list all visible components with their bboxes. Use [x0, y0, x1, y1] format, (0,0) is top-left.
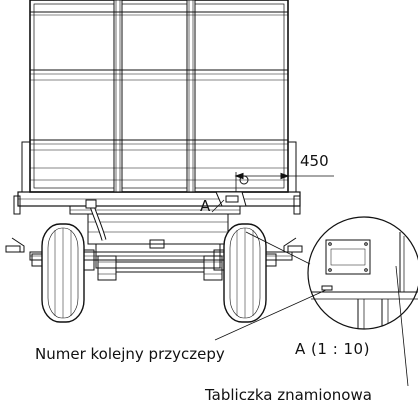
leader-lines — [214, 231, 409, 387]
dimension-label: 450 — [300, 152, 329, 170]
suspension — [97, 239, 223, 281]
cargo-box — [21, 0, 297, 193]
right-wheel — [213, 223, 303, 323]
left-wheel — [5, 223, 95, 323]
nameplate-callout: Tabliczka znamionowa — [205, 386, 372, 404]
view-marker-label: A — [200, 197, 211, 215]
detail-view-a — [307, 216, 418, 330]
hydraulic-hose — [85, 199, 107, 241]
chassis-frame — [13, 175, 301, 269]
view-marker-line — [211, 199, 225, 213]
dimension-450 — [234, 158, 334, 192]
serial-number-callout: Numer kolejny przyczepy — [35, 345, 225, 363]
detail-view-title: A (1 : 10) — [295, 340, 370, 358]
